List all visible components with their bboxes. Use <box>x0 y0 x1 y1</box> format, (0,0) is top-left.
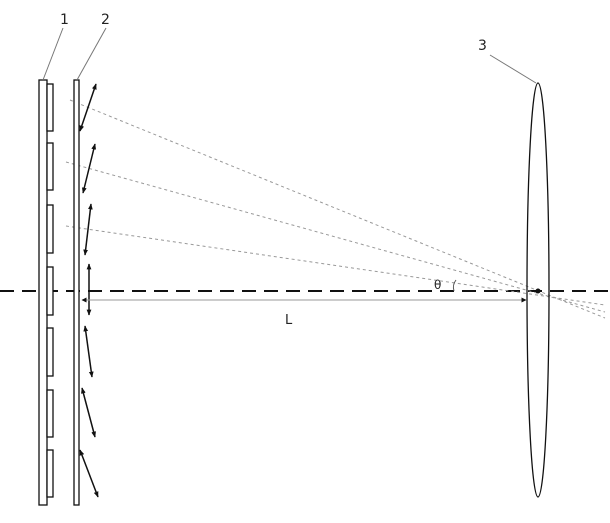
label-element-3: 3 <box>478 38 487 54</box>
label-element-1: 1 <box>60 12 69 28</box>
ray-2 <box>65 161 606 313</box>
label-distance: L <box>285 313 293 328</box>
focal-point <box>535 288 541 294</box>
lens <box>526 82 550 498</box>
element-1-plate <box>38 79 54 506</box>
ray-3 <box>65 225 606 306</box>
polarization-arrows <box>79 83 99 498</box>
leader-1 <box>42 27 64 81</box>
element-2-plate <box>73 79 80 506</box>
leader-2 <box>76 27 107 81</box>
ray-1 <box>69 99 606 319</box>
label-element-2: 2 <box>101 12 110 28</box>
rays <box>65 99 606 319</box>
label-angle: θ <box>434 278 441 292</box>
angle-arc <box>452 279 457 292</box>
leader-3 <box>489 54 537 84</box>
